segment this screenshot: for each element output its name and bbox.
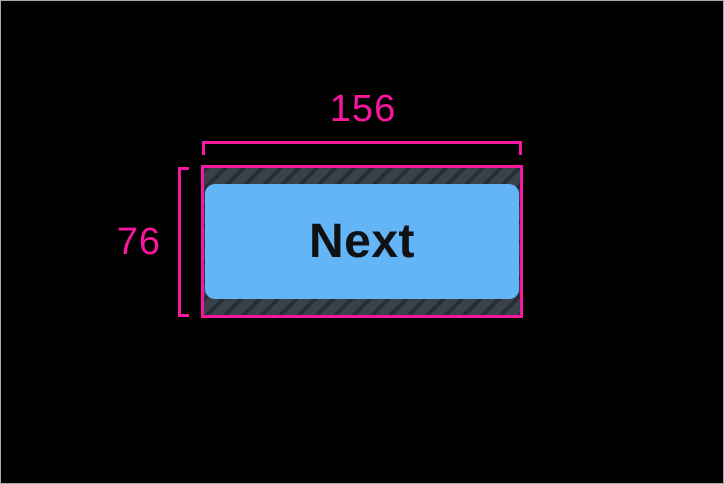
height-measure-bracket <box>178 167 189 317</box>
width-measure-bracket <box>202 141 522 155</box>
touch-target-area: Next <box>201 165 523 318</box>
height-dimension-label: 76 <box>116 221 161 263</box>
next-button[interactable]: Next <box>205 184 519 299</box>
width-dimension-label: 156 <box>329 88 397 130</box>
